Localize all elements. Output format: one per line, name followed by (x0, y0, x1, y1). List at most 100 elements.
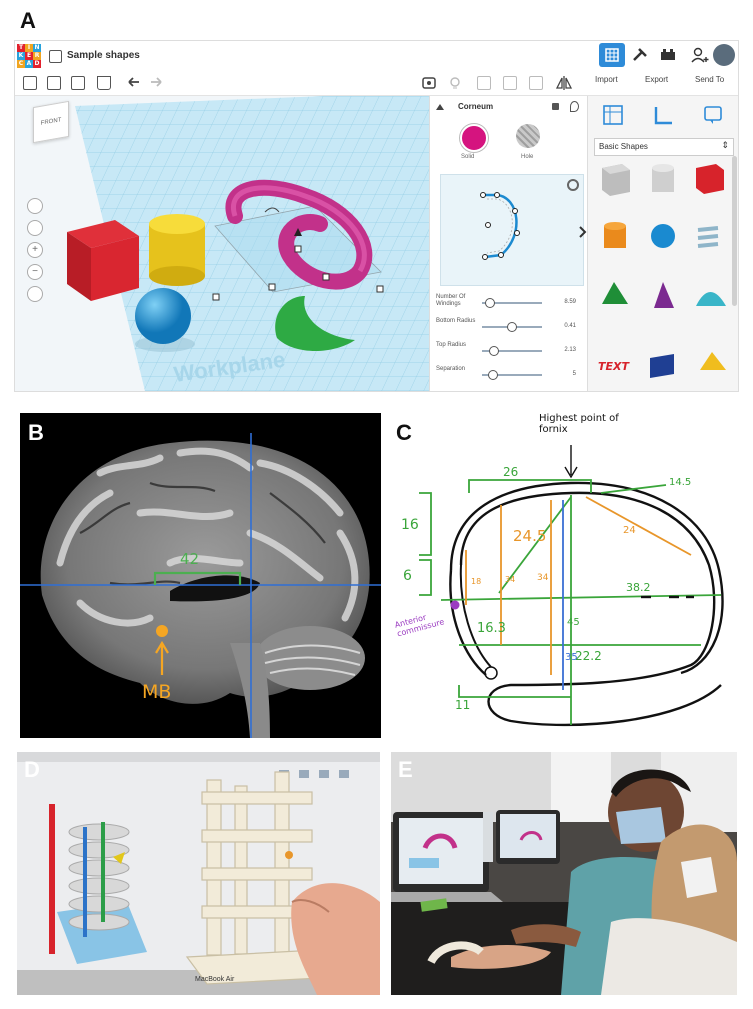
view-cube-face-label: FRONT (40, 117, 62, 127)
duplicate-icon[interactable] (71, 76, 85, 90)
view-cube[interactable]: FRONT (33, 100, 69, 144)
sphere (135, 288, 191, 344)
profile-editor[interactable] (440, 174, 584, 286)
workplane-area[interactable]: Workplane FRONT + − Corneum Solid Hole (15, 96, 587, 391)
logo-letter: I (25, 44, 33, 52)
hole-label: Hole (521, 154, 534, 160)
document-title[interactable]: Sample shapes (67, 50, 140, 61)
light-icon[interactable] (570, 101, 579, 112)
fit-view-button[interactable] (27, 220, 43, 236)
param-slider-track[interactable] (482, 350, 542, 352)
logo-letter: D (33, 60, 41, 68)
send-to-button[interactable]: Send To (695, 75, 725, 84)
measure-small-b: 34 (505, 575, 516, 584)
mb-label: MB (142, 681, 172, 703)
measure-blue-top: 45 (567, 617, 580, 628)
redo-icon[interactable] (149, 75, 165, 89)
collapse-icon[interactable] (436, 103, 444, 111)
measure-blue-bottom: 35 (565, 652, 578, 663)
export-button[interactable]: Export (645, 75, 669, 84)
measure-orange-right: 24 (623, 525, 636, 536)
shape-grid[interactable]: TEXT (588, 158, 739, 392)
measure-horizontal: 38.2 (626, 581, 651, 594)
library-dropdown[interactable]: Basic Shapes ⇕ (594, 138, 734, 156)
mb-arrow (155, 640, 169, 675)
mri-image (20, 433, 381, 738)
3d-view-button[interactable] (599, 43, 625, 67)
fornix-note: Highest point of fornix (539, 413, 619, 435)
panel-label-e: E (398, 757, 413, 782)
laptop-photo (17, 752, 380, 995)
grid-icon (605, 48, 619, 62)
measurement-sketch-panel: Highest point of fornix 26 14.5 16 6 24.… (391, 405, 737, 740)
build-button[interactable] (627, 43, 653, 67)
param-value[interactable]: 2.13 (564, 347, 576, 353)
group-icon[interactable] (477, 76, 491, 90)
chevron-right-icon[interactable] (577, 224, 587, 240)
ungroup-icon[interactable] (503, 76, 517, 90)
grid-panel-icon[interactable] (602, 104, 624, 126)
hole-button[interactable] (516, 124, 540, 148)
edit-toolbar: Import Export Send To (15, 71, 738, 96)
import-button[interactable]: Import (595, 75, 618, 84)
shape-inspector: Corneum Solid Hole (429, 96, 587, 391)
settings-icon[interactable] (567, 179, 579, 191)
bulb-icon[interactable] (447, 75, 463, 91)
lock-icon[interactable] (552, 103, 559, 110)
param-value[interactable]: 5 (572, 371, 576, 377)
measure-left-upper: 16 (401, 517, 419, 533)
panel-label-b: B (28, 420, 44, 445)
avatar[interactable] (713, 44, 735, 66)
copy-icon[interactable] (23, 76, 37, 90)
home-view-button[interactable] (27, 198, 43, 214)
logo-letter: K (17, 52, 25, 60)
zoom-in-button[interactable]: + (27, 242, 43, 258)
undo-icon[interactable] (125, 75, 141, 89)
cylinder-top (149, 214, 205, 234)
param-value[interactable]: 0.41 (564, 323, 576, 329)
param-slider-track[interactable] (482, 302, 542, 304)
align-icon[interactable] (529, 76, 543, 90)
hammer-icon (633, 48, 647, 61)
inspector-title: Corneum (458, 102, 494, 111)
param-slider-knob[interactable] (484, 298, 495, 308)
solid-button[interactable] (460, 124, 488, 152)
laptop-brand-label: MacBook Air (195, 976, 235, 983)
printed-model-panel: MacBook Air (17, 752, 380, 995)
solid-label: Solid (461, 154, 475, 160)
add-user-icon (691, 47, 709, 63)
mammillary-body-marker (156, 625, 168, 637)
notes-panel-icon[interactable] (702, 104, 724, 126)
mirror-icon[interactable] (555, 74, 573, 92)
library-scrollbar[interactable] (732, 156, 737, 306)
measure-orange-mid: 34 (537, 573, 549, 583)
commissure-marker (450, 600, 460, 610)
ortho-view-button[interactable] (27, 286, 43, 302)
param-slider-knob[interactable] (507, 322, 518, 332)
param-slider-track[interactable] (482, 374, 542, 376)
bricks-button[interactable] (655, 43, 681, 67)
logo-letter: T (17, 44, 25, 52)
notes-icon[interactable] (421, 75, 437, 91)
paste-icon[interactable] (47, 76, 61, 90)
zoom-out-button[interactable]: − (27, 264, 43, 280)
design-list-icon[interactable] (49, 50, 62, 63)
param-slider-knob[interactable] (488, 346, 499, 356)
param-value[interactable]: 8.59 (564, 299, 576, 305)
measure-small-a: 18 (471, 577, 482, 586)
svg-text:TEXT: TEXT (598, 360, 630, 373)
ruler-icon[interactable] (652, 104, 674, 126)
measure-top-right: 14.5 (669, 477, 692, 488)
measure-bottom-left: 11 (455, 698, 471, 712)
delete-icon[interactable] (97, 76, 111, 90)
panel-label-d: D (24, 757, 40, 782)
add-user-button[interactable] (687, 43, 713, 67)
horn-shape (275, 296, 355, 351)
dropdown-arrow-icon: ⇕ (721, 140, 729, 150)
param-slider-knob[interactable] (487, 370, 498, 380)
measure-diagonal: 24.5 (513, 527, 547, 545)
